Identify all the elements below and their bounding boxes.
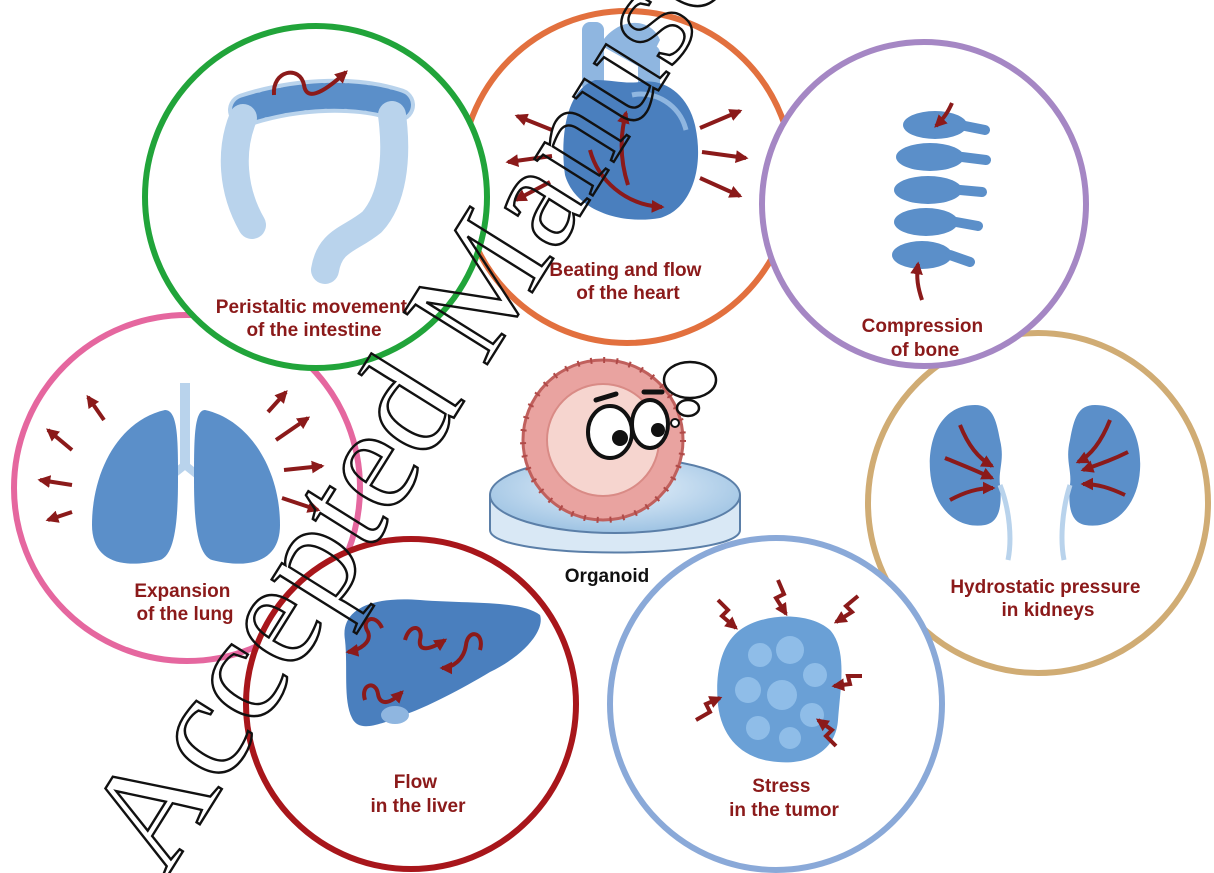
panel-kidney-label-line2: in kidneys: [1002, 600, 1095, 621]
panel-tumor-label-line1: Stress: [752, 776, 810, 797]
panel-kidney-label-line1: Hydrostatic pressure: [950, 577, 1140, 598]
panel-heart-label-line2: of the heart: [576, 283, 680, 304]
panel-bone: Compression of bone: [762, 42, 1086, 366]
panel-liver-label-line2: in the liver: [370, 796, 466, 817]
panel-liver-label-line1: Flow: [394, 772, 437, 793]
organoid-label: Organoid: [565, 566, 649, 587]
panel-tumor-label-line2: in the tumor: [729, 800, 839, 821]
panel-bone-label-line2: of bone: [891, 340, 960, 361]
tumor-icon: [717, 617, 841, 763]
panel-tumor: Stress in the tumor: [610, 538, 942, 870]
panel-bone-label-line1: Compression: [862, 316, 983, 337]
